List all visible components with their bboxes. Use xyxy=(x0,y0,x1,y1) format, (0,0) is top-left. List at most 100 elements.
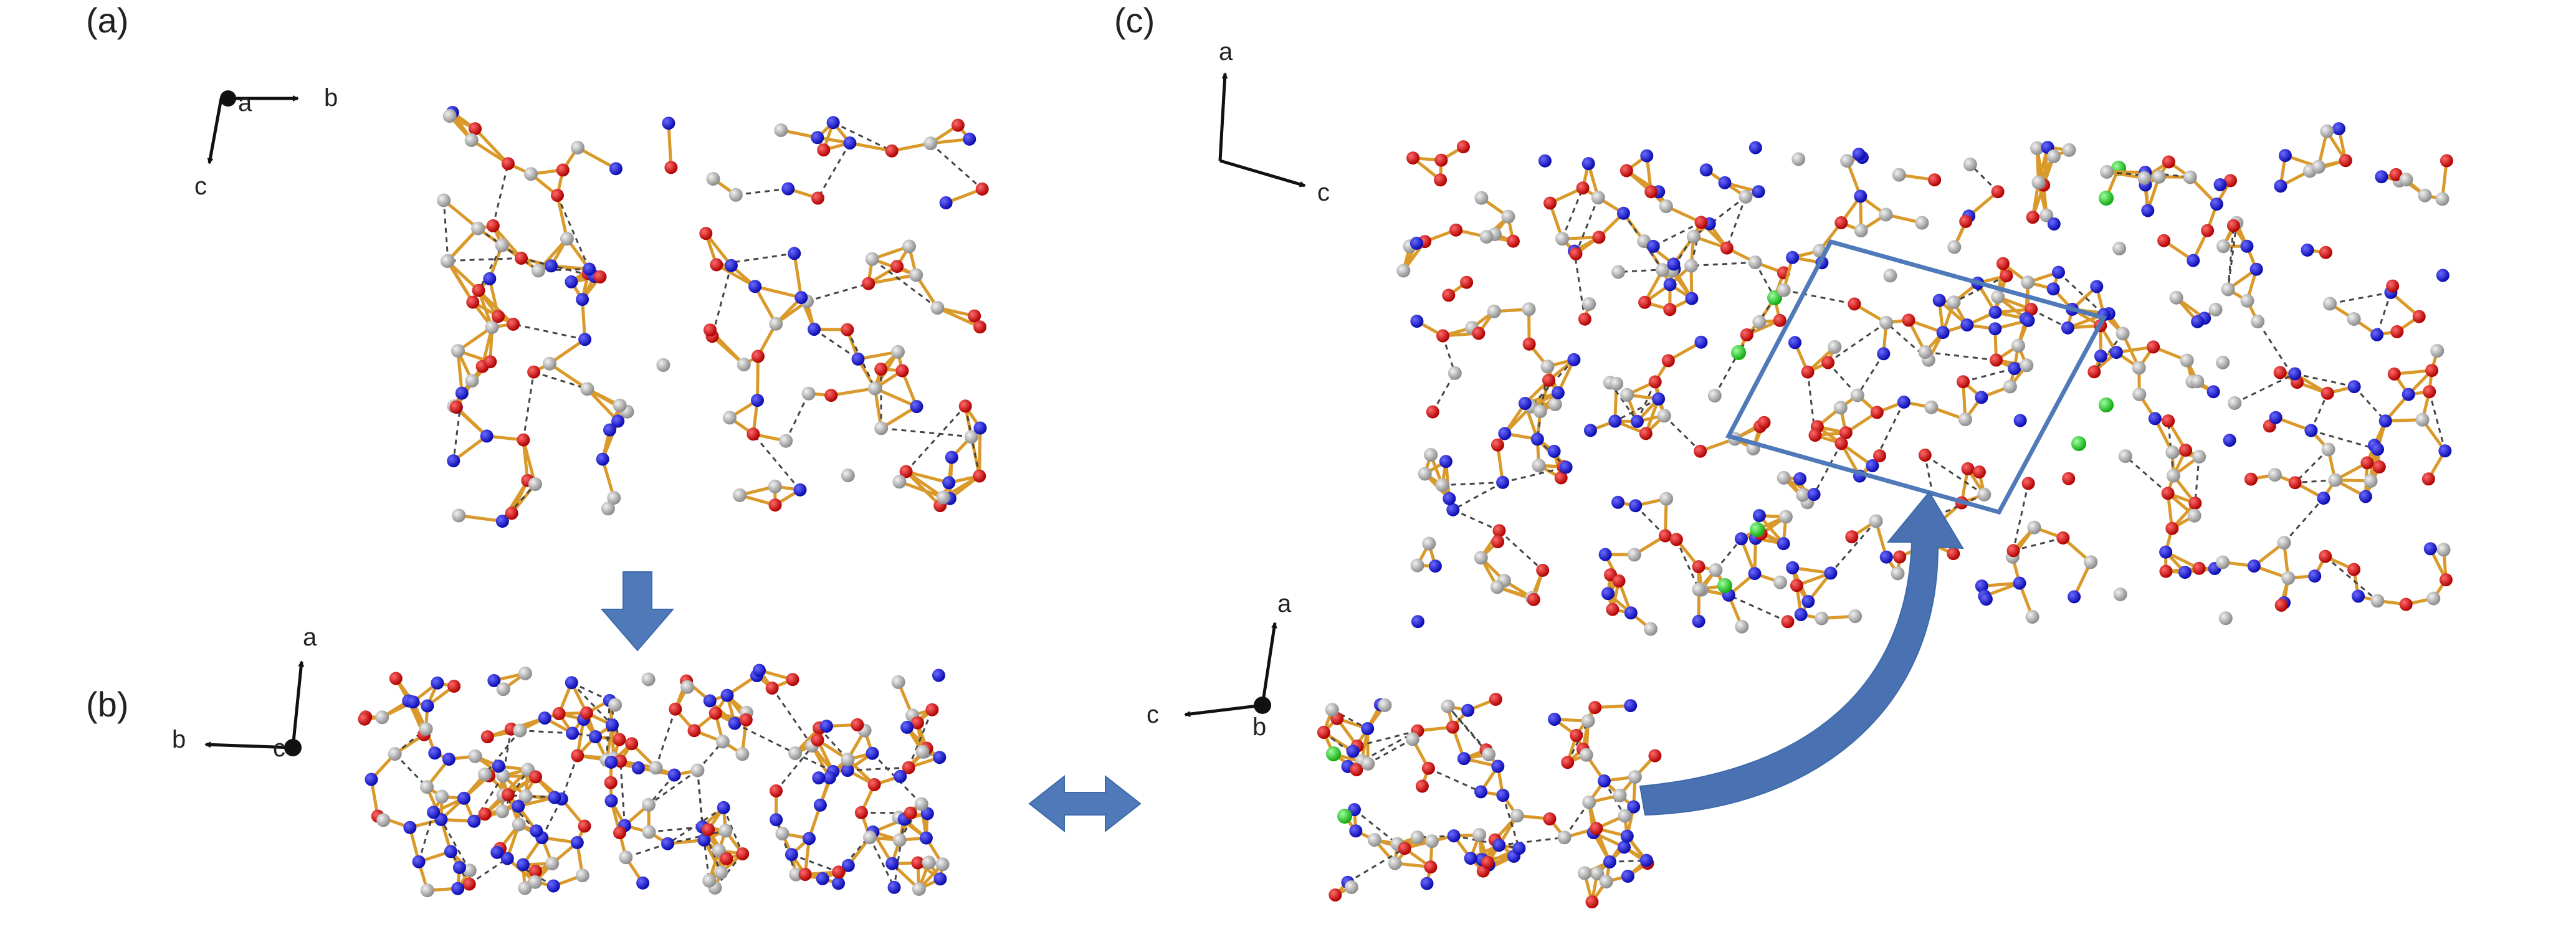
nitrogen-atom xyxy=(2159,545,2173,559)
oxygen-atom xyxy=(1808,429,1822,442)
hydrogen-bond xyxy=(893,819,905,888)
oxygen-atom xyxy=(1421,761,1435,775)
nitrogen-atom xyxy=(546,879,560,893)
hydrogen-bond xyxy=(1783,289,1855,305)
hydrogen-bond xyxy=(556,195,591,270)
nitrogen-atom xyxy=(1547,444,1561,458)
oxygen-atom xyxy=(1472,326,1486,340)
nitrogen-atom xyxy=(1897,395,1911,409)
carbon-atom xyxy=(1977,487,1992,502)
hydrogen-bond xyxy=(2353,386,2387,422)
hydrogen-bond xyxy=(1728,594,1788,623)
carbon-atom xyxy=(1533,404,1547,419)
carbon-atom xyxy=(1796,488,1810,502)
nitrogen-atom xyxy=(1447,829,1461,843)
carbon-atom xyxy=(2370,594,2385,608)
covalent-bond xyxy=(446,260,474,303)
nitrogen-atom xyxy=(2378,414,2392,428)
carbon-atom xyxy=(524,167,538,181)
oxygen-atom xyxy=(2389,168,2403,181)
nitrogen-atom xyxy=(2206,385,2220,399)
oxygen-atom xyxy=(1845,530,1859,544)
nitrogen-atom xyxy=(1786,250,1800,264)
nitrogen-atom xyxy=(885,857,899,870)
carbon-atom xyxy=(1684,259,1698,273)
carbon-atom xyxy=(451,344,465,358)
oxygen-atom xyxy=(1740,328,1753,341)
oxygen-atom xyxy=(1317,726,1330,739)
nitrogen-atom xyxy=(1410,236,1423,250)
carbon-atom xyxy=(1474,551,1488,565)
hydrogen-bond xyxy=(1453,481,1504,511)
carbon-atom xyxy=(1918,345,1932,359)
carbon-atom xyxy=(2435,192,2450,206)
carbon-atom xyxy=(528,875,542,889)
nitrogen-atom xyxy=(1627,800,1641,814)
oxygen-atom xyxy=(2387,367,2401,381)
oxygen-atom xyxy=(1406,151,1419,165)
oxygen-atom xyxy=(811,191,824,205)
carbon-atom xyxy=(1777,470,1791,485)
oxygen-atom xyxy=(1848,297,1861,311)
oxygen-atom xyxy=(867,778,881,791)
nitrogen-atom xyxy=(1496,789,1510,802)
carbon-atom xyxy=(1963,157,1977,171)
carbon-atom xyxy=(649,761,663,775)
oxygen-atom xyxy=(2421,472,2435,486)
nitrogen-atom xyxy=(781,182,795,196)
hydrogen-bond xyxy=(520,730,573,735)
covalent-bond xyxy=(874,386,918,408)
carbon-atom xyxy=(462,864,477,878)
hydrogen-bond xyxy=(440,819,471,872)
hydrogen-bond xyxy=(1690,222,1702,266)
nitrogen-atom xyxy=(1794,608,1808,621)
carbon-atom xyxy=(1555,232,1570,246)
hydrogen-bond xyxy=(571,682,613,726)
carbon-atom xyxy=(2039,208,2054,222)
oxygen-atom xyxy=(1990,353,2003,367)
carbon-atom xyxy=(714,865,728,880)
nitrogen-atom xyxy=(431,676,444,690)
axis-indicator-a: a b c xyxy=(194,84,338,200)
nitrogen-atom xyxy=(2247,559,2261,573)
nitrogen-atom xyxy=(933,751,947,764)
oxygen-atom xyxy=(1434,173,1448,187)
oxygen-atom xyxy=(958,399,972,413)
nitrogen-atom xyxy=(1932,293,1946,307)
nitrogen-atom xyxy=(1748,567,1762,581)
covalent-bond xyxy=(458,513,503,523)
hydrogen-bond xyxy=(1615,397,1659,422)
nitrogen-atom xyxy=(1975,579,1988,593)
oxygen-atom xyxy=(708,706,722,720)
oxygen-atom xyxy=(910,716,924,730)
carbon-atom xyxy=(1777,283,1791,297)
nitrogen-atom xyxy=(2187,254,2200,267)
nitrogen-atom xyxy=(1854,189,1868,203)
nitrogen-atom xyxy=(403,821,417,834)
carbon-atom xyxy=(2321,442,2335,457)
nitrogen-atom xyxy=(2191,315,2205,328)
carbon-atom xyxy=(571,140,584,155)
carbon-atom xyxy=(442,109,457,123)
carbon-atom xyxy=(1692,583,1706,597)
nitrogen-atom xyxy=(1624,699,1638,713)
carbon-atom xyxy=(768,479,782,493)
covalent-bond xyxy=(831,386,875,397)
oxygen-atom xyxy=(1790,579,1803,592)
covalent-bond xyxy=(474,127,510,165)
oxygen-atom xyxy=(1460,275,1474,289)
carbon-atom xyxy=(2228,396,2242,410)
oxygen-atom xyxy=(925,703,939,716)
oxygen-atom xyxy=(854,806,868,819)
carbon-atom xyxy=(1991,290,2005,304)
hydrogen-bond xyxy=(513,323,585,341)
nitrogen-atom xyxy=(2068,590,2081,604)
nitrogen-atom xyxy=(942,476,956,490)
carbon-atom xyxy=(2084,555,2098,569)
hydrogen-bond xyxy=(1827,361,1858,396)
nitrogen-atom xyxy=(451,882,465,895)
nitrogen-atom xyxy=(1559,460,1573,474)
carbon-atom xyxy=(2116,326,2130,341)
hydrogen-bond xyxy=(655,708,677,768)
oxygen-atom xyxy=(1996,257,2010,270)
